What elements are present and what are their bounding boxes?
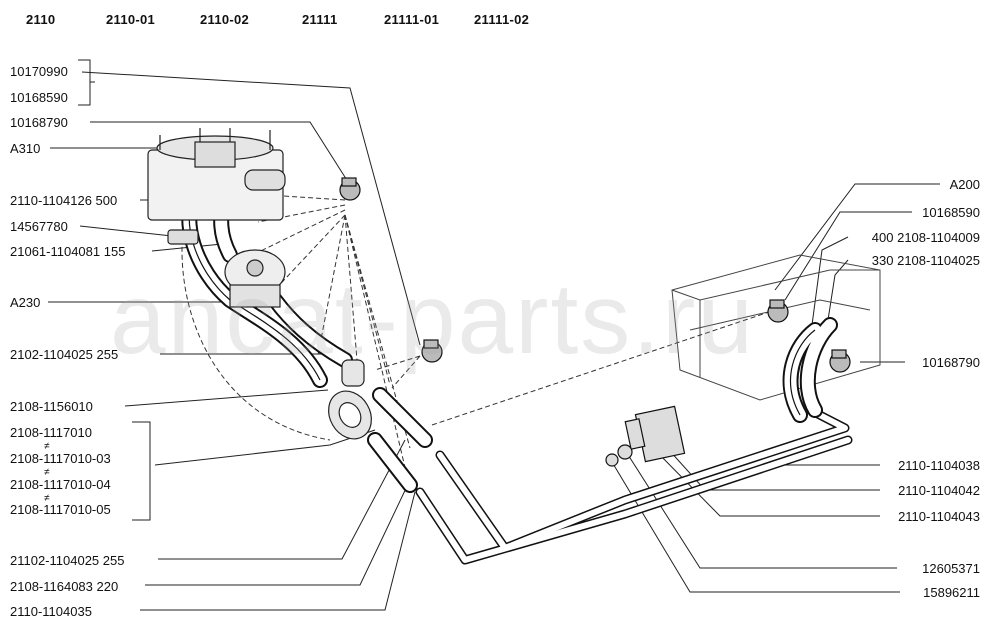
label-2110-1104035: 2110-1104035 — [10, 604, 92, 619]
leader-10168590-r — [784, 211, 912, 301]
fuel-tank — [671, 254, 881, 401]
leader-14567780 — [79, 225, 173, 237]
header-model-21111: 21111 — [302, 12, 338, 27]
label-2110-1104042: 2110-1104042 — [898, 483, 980, 498]
label-12605371: 12605371 — [922, 561, 980, 576]
label-2108-1117010-04: 2108-1117010-04 — [10, 477, 111, 492]
header-model-21111-02: 21111-02 — [474, 12, 530, 27]
leader-a200 — [774, 183, 940, 291]
fuel-filter — [328, 390, 372, 440]
washer-12605371 — [617, 444, 633, 460]
label-400-2108-1104009: 400 2108-1104009 — [871, 230, 980, 245]
nut-15896211 — [605, 453, 619, 467]
label-10168590-right: 10168590 — [922, 205, 980, 220]
leader-10168790 — [90, 121, 351, 186]
header-model-2110-01: 2110-01 — [106, 12, 156, 27]
label-2108-1156010: 2108-1156010 — [10, 399, 93, 414]
label-a200: A200 — [949, 177, 980, 192]
leader-330-2108 — [827, 259, 849, 321]
label-a310: A310 — [10, 141, 41, 156]
carburettor — [147, 128, 286, 245]
small-filter — [341, 359, 365, 387]
label-2108-1164083: 2108-1164083 220 — [10, 579, 119, 594]
leader-15896211 — [611, 461, 900, 593]
alt-mark-2: ≠ — [44, 467, 50, 478]
leader-2110-1104035 — [140, 491, 416, 611]
label-2108-1117010-03: 2108-1117010-03 — [10, 451, 111, 466]
leader-2110-1104043 — [654, 449, 880, 517]
label-a230: A230 — [10, 295, 41, 310]
clamp-10168790-right — [829, 349, 851, 373]
label-10168790: 10168790 — [10, 115, 68, 130]
leader-21102-1104025 — [158, 439, 406, 560]
header-model-21111-01: 21111-01 — [384, 12, 440, 27]
label-21102-1104025: 21102-1104025 255 — [10, 553, 125, 568]
label-2108-1117010-05: 2108-1117010-05 — [10, 502, 111, 517]
label-2110-1104043: 2110-1104043 — [898, 509, 980, 524]
leader-2108-1164083 — [145, 479, 411, 586]
leader-400-2108 — [811, 236, 849, 326]
alt-mark-3: ≠ — [44, 493, 50, 504]
label-10168790-right: 10168790 — [922, 355, 980, 370]
label-21061-1104081: 21061-1104081 155 — [10, 244, 126, 259]
label-330-2108-1104025: 330 2108-1104025 — [871, 253, 980, 268]
bracket-top — [78, 59, 91, 106]
label-10168590: 10168590 — [10, 90, 68, 105]
label-2110-1104126: 2110-1104126 500 — [10, 193, 118, 208]
header-model-2110: 2110 — [26, 12, 56, 27]
bracket-filters — [132, 421, 151, 521]
label-15896211: 15896211 — [923, 585, 980, 600]
label-2108-1117010: 2108-1117010 — [10, 425, 92, 440]
label-2102-1104025: 2102-1104025 255 — [10, 347, 119, 362]
leader-10170990 — [81, 71, 421, 346]
leader-2108-1156010 — [124, 389, 329, 407]
header-model-2110-02: 2110-02 — [200, 12, 250, 27]
bracket-2110-1104042 — [634, 405, 686, 463]
label-10170990: 10170990 — [10, 64, 68, 79]
label-14567780: 14567780 — [10, 219, 68, 234]
clamp-10168590-right — [767, 299, 789, 323]
clamp-10168790-left — [421, 339, 443, 363]
clamp-10170990 — [339, 177, 361, 201]
label-2110-1104038: 2110-1104038 — [898, 458, 980, 473]
block-2110-1104043 — [624, 418, 646, 450]
fuel-pump — [224, 249, 286, 308]
alt-mark-1: ≠ — [44, 441, 50, 452]
